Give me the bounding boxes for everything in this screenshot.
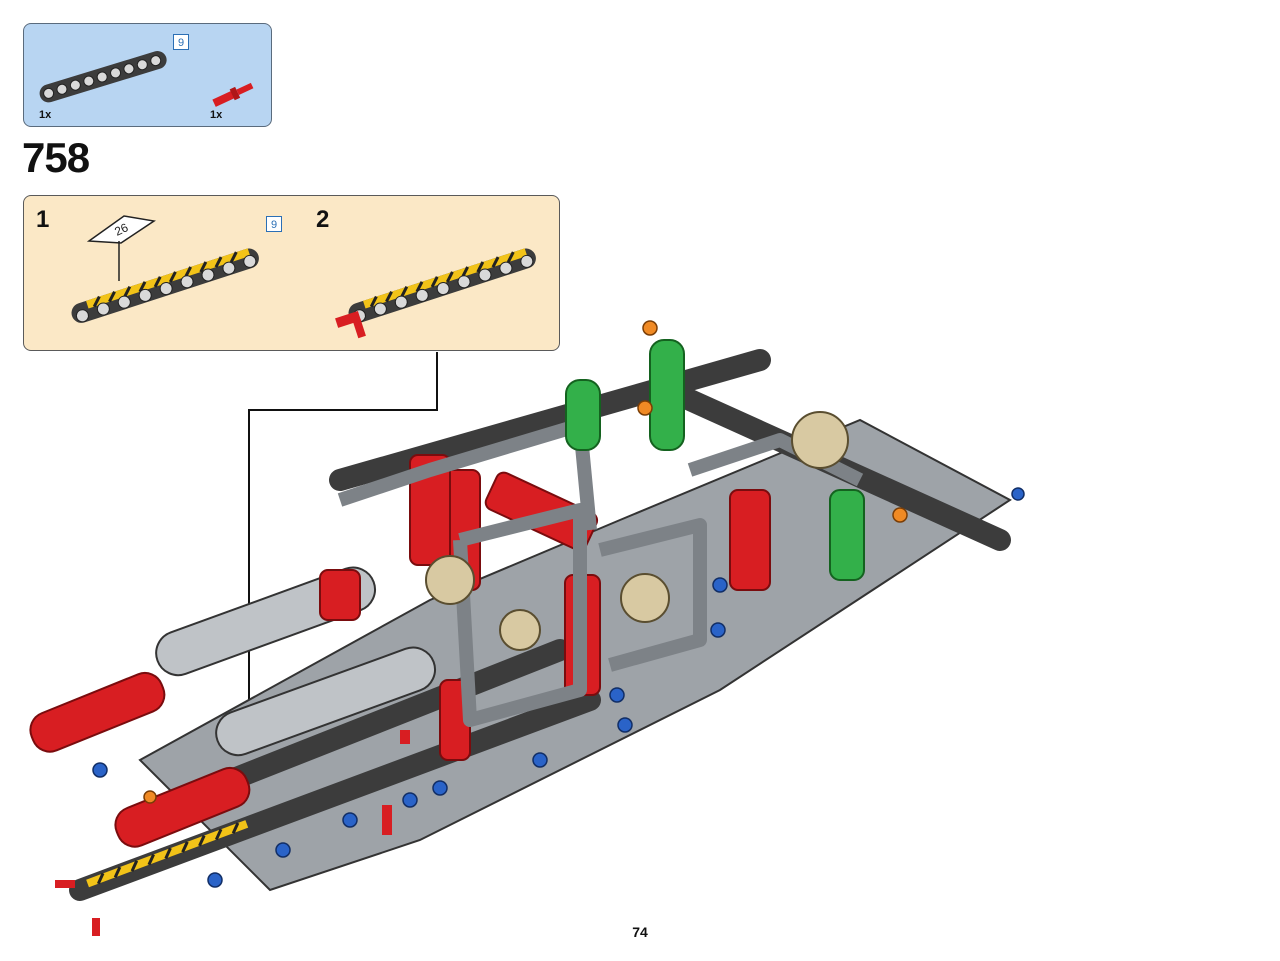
page-number: 74 (632, 924, 648, 940)
part-quantity: 1x (210, 109, 223, 121)
sticker-icon: 26 (86, 215, 156, 281)
striped-beam-icon (71, 248, 259, 323)
length-badge: 9 (173, 34, 189, 50)
length-badge: 9 (266, 216, 282, 232)
red-axle-pin-icon (212, 82, 254, 107)
sticker-number: 26 (112, 220, 130, 238)
substep-callout: 1 2 9 26 (23, 195, 560, 351)
substep-label: 1 (36, 206, 50, 233)
striped-beam-with-pin-icon (335, 248, 536, 339)
part-quantity: 1x (39, 109, 52, 121)
parts-callout: 9 1x 1x (23, 23, 272, 127)
step-number: 758 (22, 134, 90, 181)
substep-label: 2 (316, 206, 330, 233)
beam-9-icon (39, 51, 167, 103)
